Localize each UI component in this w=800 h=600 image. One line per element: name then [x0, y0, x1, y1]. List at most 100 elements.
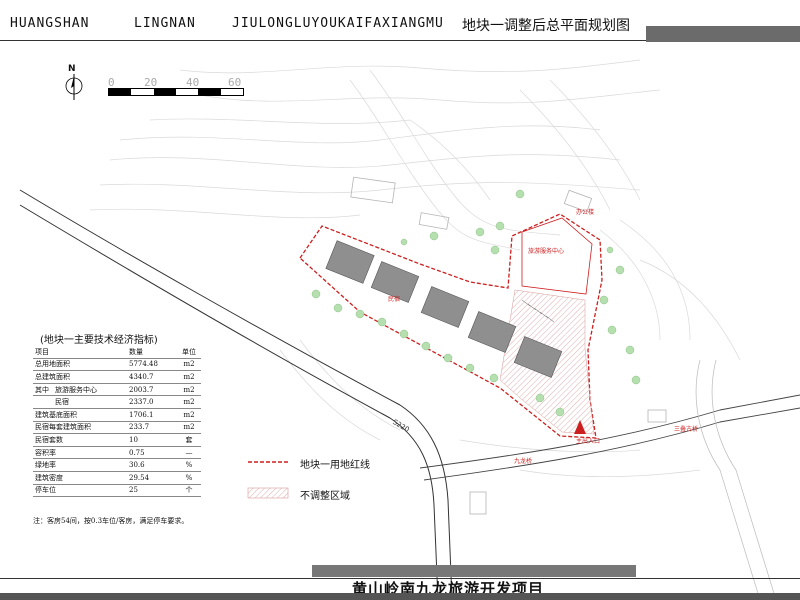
footer-bar: [312, 565, 636, 577]
table-cell-item: 其中旅游服务中心: [33, 383, 127, 397]
table-row: 容积率 0.75—: [33, 446, 201, 460]
homestay-buildings: [325, 240, 563, 378]
table-cell-item: 民宿套数: [33, 433, 127, 447]
north-label: N: [68, 64, 76, 74]
scale-graphic: [108, 88, 244, 96]
legend-hatch-symbol: [247, 487, 289, 499]
table-cell-value: 5774.48: [127, 358, 177, 372]
table-head-value: 数量: [127, 346, 177, 359]
table-cell-item-text: 停车位: [35, 486, 56, 495]
scale-label: 60: [228, 76, 242, 89]
service-center-plot: [521, 217, 593, 295]
table-cell-unit: %: [177, 458, 201, 472]
table-cell-unit: 个: [177, 484, 201, 498]
table-title: (地块一主要技术经济指标): [40, 335, 158, 346]
scale-label: 40: [186, 76, 200, 89]
map-label-entrance: 主出入口: [576, 438, 601, 445]
site-redline: [299, 213, 603, 439]
table-cell-value: 10: [127, 433, 177, 447]
scale-label: 0: [108, 76, 115, 89]
table-cell-value: 2337.0: [127, 395, 177, 409]
north-arrow: [65, 74, 83, 100]
header-segment-huangshan: HUANGSHAN: [10, 16, 90, 31]
scale-label: 20: [144, 76, 158, 89]
footer-rule: [0, 578, 800, 579]
table-note: 注：客房54间，按0.3车位/客房，满足停车要求。: [33, 517, 189, 525]
table-head-unit: 单位: [177, 346, 201, 359]
table-cell-value: 25: [127, 484, 177, 498]
table-cell-unit: 套: [177, 433, 201, 447]
table-cell-item-text: 旅游服务中心: [55, 385, 97, 394]
header-segment-project: JIULONGLUYOUKAIFAXIANGMU: [232, 16, 444, 31]
table-cell-unit: m2: [177, 408, 201, 422]
legend-redline-label: 地块一用地红线: [300, 460, 370, 471]
table-header-row: 项目 数量 单位: [33, 346, 201, 359]
table-cell-item-text: 建筑基底面积: [35, 410, 77, 419]
table-cell-item: 建筑密度: [33, 471, 127, 485]
table-cell-value: 4340.7: [127, 370, 177, 384]
scale-labels: 0 20 40 60: [108, 76, 248, 89]
parking-lines: [521, 299, 555, 323]
legend-hatch-label: 不调整区域: [300, 491, 350, 502]
map-label-office: 办公楼: [576, 209, 595, 216]
table-cell-item-text: 容积率: [35, 448, 56, 457]
map-label-sandie-bridge: 三叠古桥: [674, 426, 699, 433]
road-s220: [19, 189, 453, 600]
jiulong-road: [419, 394, 800, 481]
table-cell-item-text: 民宿每套建筑面积: [35, 423, 91, 432]
table-row: 建筑密度 29.54%: [33, 471, 201, 485]
table-cell-unit: m2: [177, 370, 201, 384]
table-cell-unit: m2: [177, 421, 201, 435]
header-title: 地块一调整后总平面规划图: [462, 18, 630, 34]
table-cell-unit: —: [177, 446, 201, 460]
trees: [311, 189, 641, 417]
table-cell-item-text: 绿地率: [35, 461, 56, 470]
table-cell-item: 总用地面积: [33, 358, 127, 372]
contour-lines: [89, 59, 741, 478]
table-cell-unit: m2: [177, 383, 201, 397]
table-cell-item-text: 总用地面积: [35, 360, 70, 369]
table-cell-value: 2003.7: [127, 383, 177, 397]
table-cell-item: 民宿每套建筑面积: [33, 421, 127, 435]
table-row: 绿地率 30.6%: [33, 458, 201, 472]
header: HUANGSHAN LINGNAN JIULONGLUYOUKAIFAXIANG…: [0, 0, 800, 46]
header-rule: [0, 40, 646, 41]
map-label-service-center: 旅游服务中心: [528, 248, 565, 255]
table-cell-item-text: 建筑密度: [35, 473, 63, 482]
header-segment-lingnan: LINGNAN: [134, 16, 196, 31]
table-cell-item: 绿地率: [33, 458, 127, 472]
entrance-arrow: [574, 420, 586, 434]
table-cell-item: 建筑基底面积: [33, 408, 127, 422]
table-cell-item: 容积率: [33, 446, 127, 460]
existing-buildings: [350, 176, 667, 515]
map-label-homestay: 民宿: [388, 296, 401, 303]
table-cell-item-text: 民宿: [55, 398, 69, 407]
table-cell-value: 1706.1: [127, 408, 177, 422]
table-cell-unit: %: [177, 471, 201, 485]
table-cell-item: 民宿: [33, 395, 127, 409]
footer-bottom-bar: [0, 593, 800, 600]
table-cell-value: 233.7: [127, 421, 177, 435]
table-cell-value: 29.54: [127, 471, 177, 485]
table-cell-unit: m2: [177, 395, 201, 409]
table-cell-item-text: 总建筑面积: [35, 372, 70, 381]
table-cell-unit: m2: [177, 358, 201, 372]
table-cell-item-text: 民宿套数: [35, 435, 63, 444]
table-cell-group: 其中: [35, 385, 49, 394]
table-head-item: 项目: [33, 346, 127, 359]
table-cell-item: 停车位: [33, 484, 127, 498]
table-cell-value: 0.75: [127, 446, 177, 460]
table-cell-item: 总建筑面积: [33, 370, 127, 384]
table-cell-value: 30.6: [127, 458, 177, 472]
map-label-jiulong-bridge: 九龙桥: [514, 458, 533, 465]
